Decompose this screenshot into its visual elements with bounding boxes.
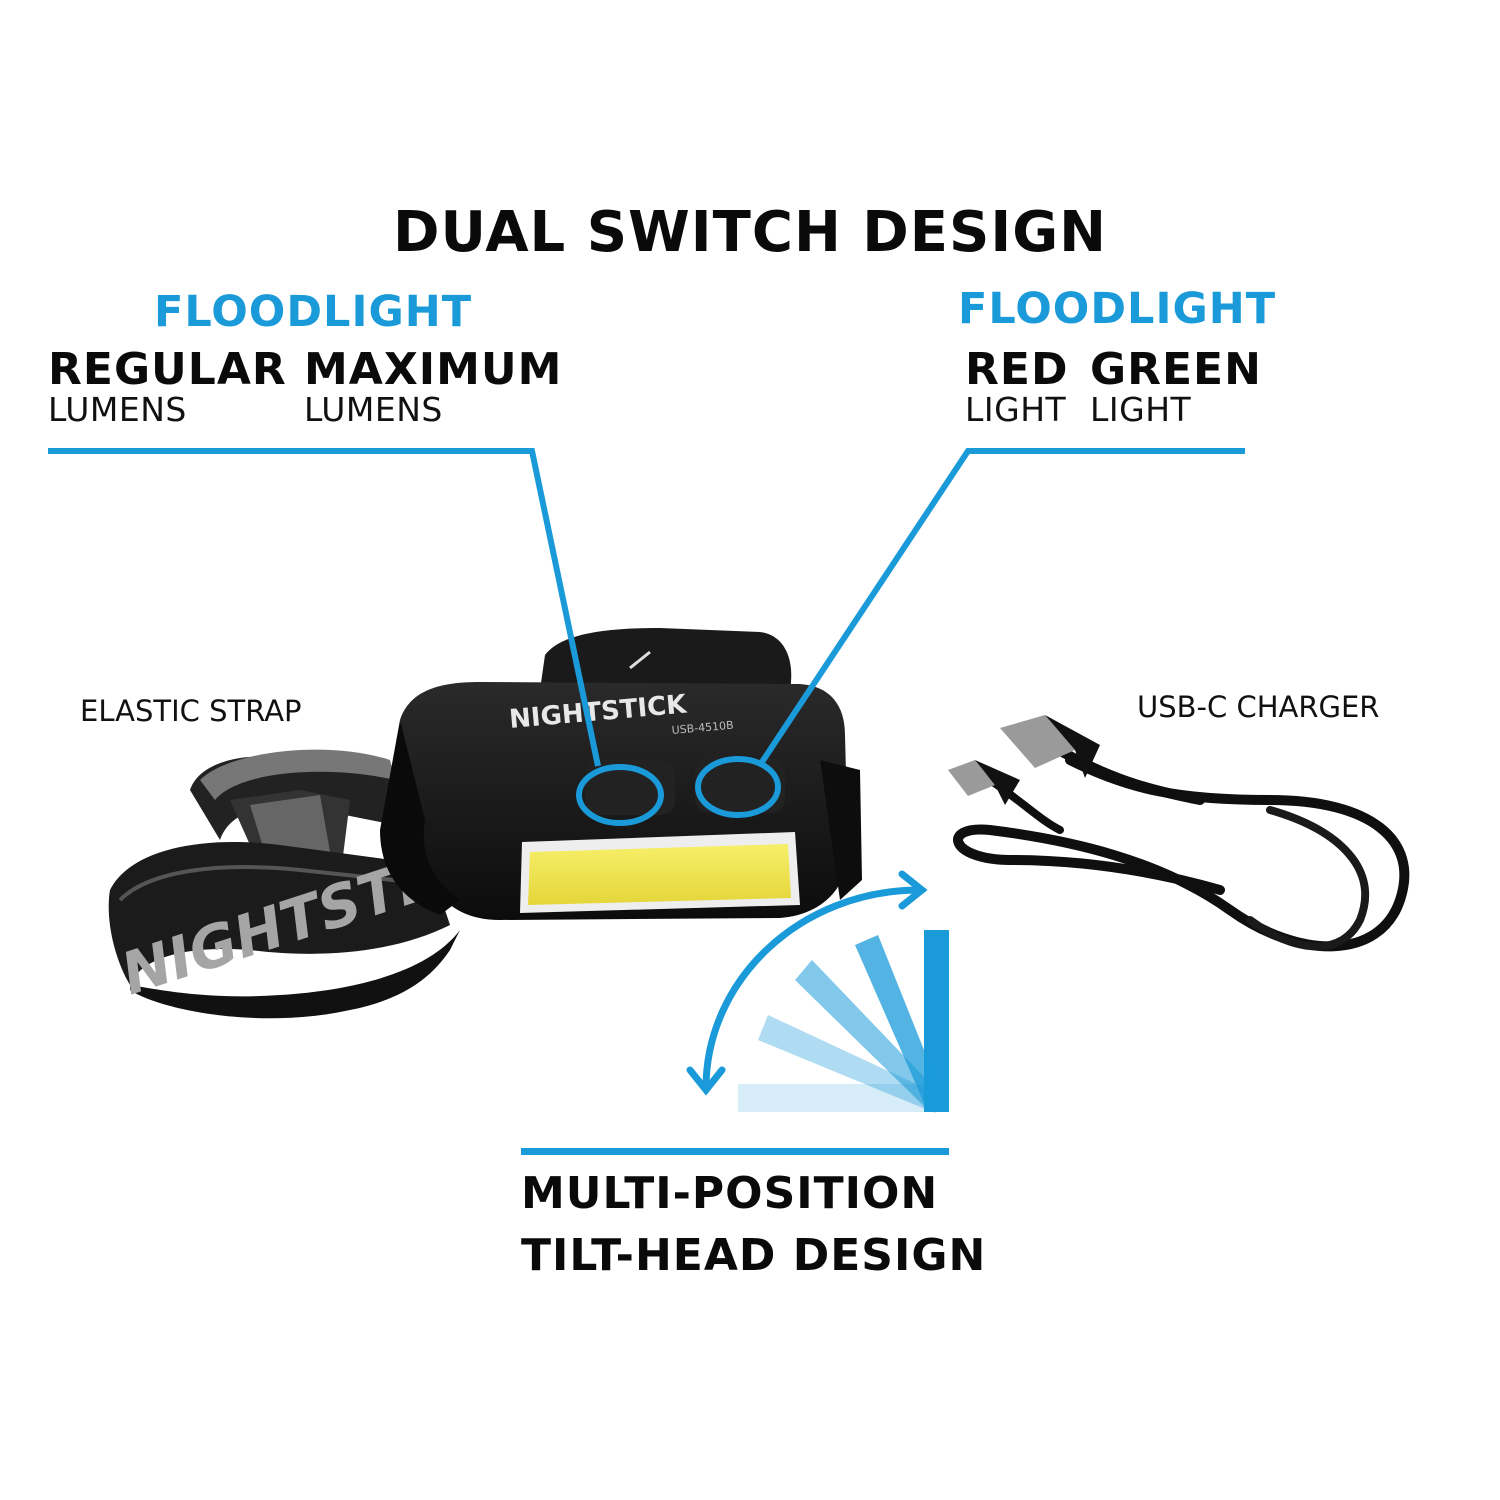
headlamp: NIGHTSTICK USB-4510B: [380, 628, 862, 920]
left-switch-heading: FLOODLIGHT: [154, 287, 473, 337]
charger-label: USB-C CHARGER: [1137, 690, 1380, 724]
tilt-caption-line2: TILT-HEAD DESIGN: [521, 1230, 987, 1281]
tilt-arrow-icon: [686, 870, 928, 1096]
usb-c-plug: [948, 760, 1020, 805]
right-mode-1-name: RED: [965, 344, 1069, 395]
right-switch-heading: FLOODLIGHT: [958, 284, 1277, 334]
right-mode-2-sub: LIGHT: [1090, 390, 1192, 429]
left-mode-2-name: MAXIMUM: [304, 344, 563, 395]
tilt-positions-icon: [738, 930, 949, 1113]
left-mode-2-sub: LUMENS: [304, 390, 443, 429]
right-switch-marker: [695, 756, 781, 818]
tilt-caption-line1: MULTI-POSITION: [521, 1168, 939, 1219]
strap-label: ELASTIC STRAP: [80, 694, 302, 728]
tilt-caption-rule: [521, 1148, 949, 1155]
usb-a-plug: [1000, 715, 1100, 778]
right-leader-line: [759, 448, 1245, 764]
left-mode-1-sub: LUMENS: [48, 390, 187, 429]
usb-c-cable: [953, 740, 1410, 952]
left-leader-line: [48, 448, 601, 767]
headlamp-model-text: USB-4510B: [671, 719, 734, 737]
left-switch-marker: [576, 764, 664, 826]
page-title: DUAL SWITCH DESIGN: [392, 200, 1108, 265]
right-mode-2-name: GREEN: [1090, 344, 1262, 395]
right-mode-1-sub: LIGHT: [965, 390, 1067, 429]
left-mode-1-name: REGULAR: [48, 344, 287, 395]
